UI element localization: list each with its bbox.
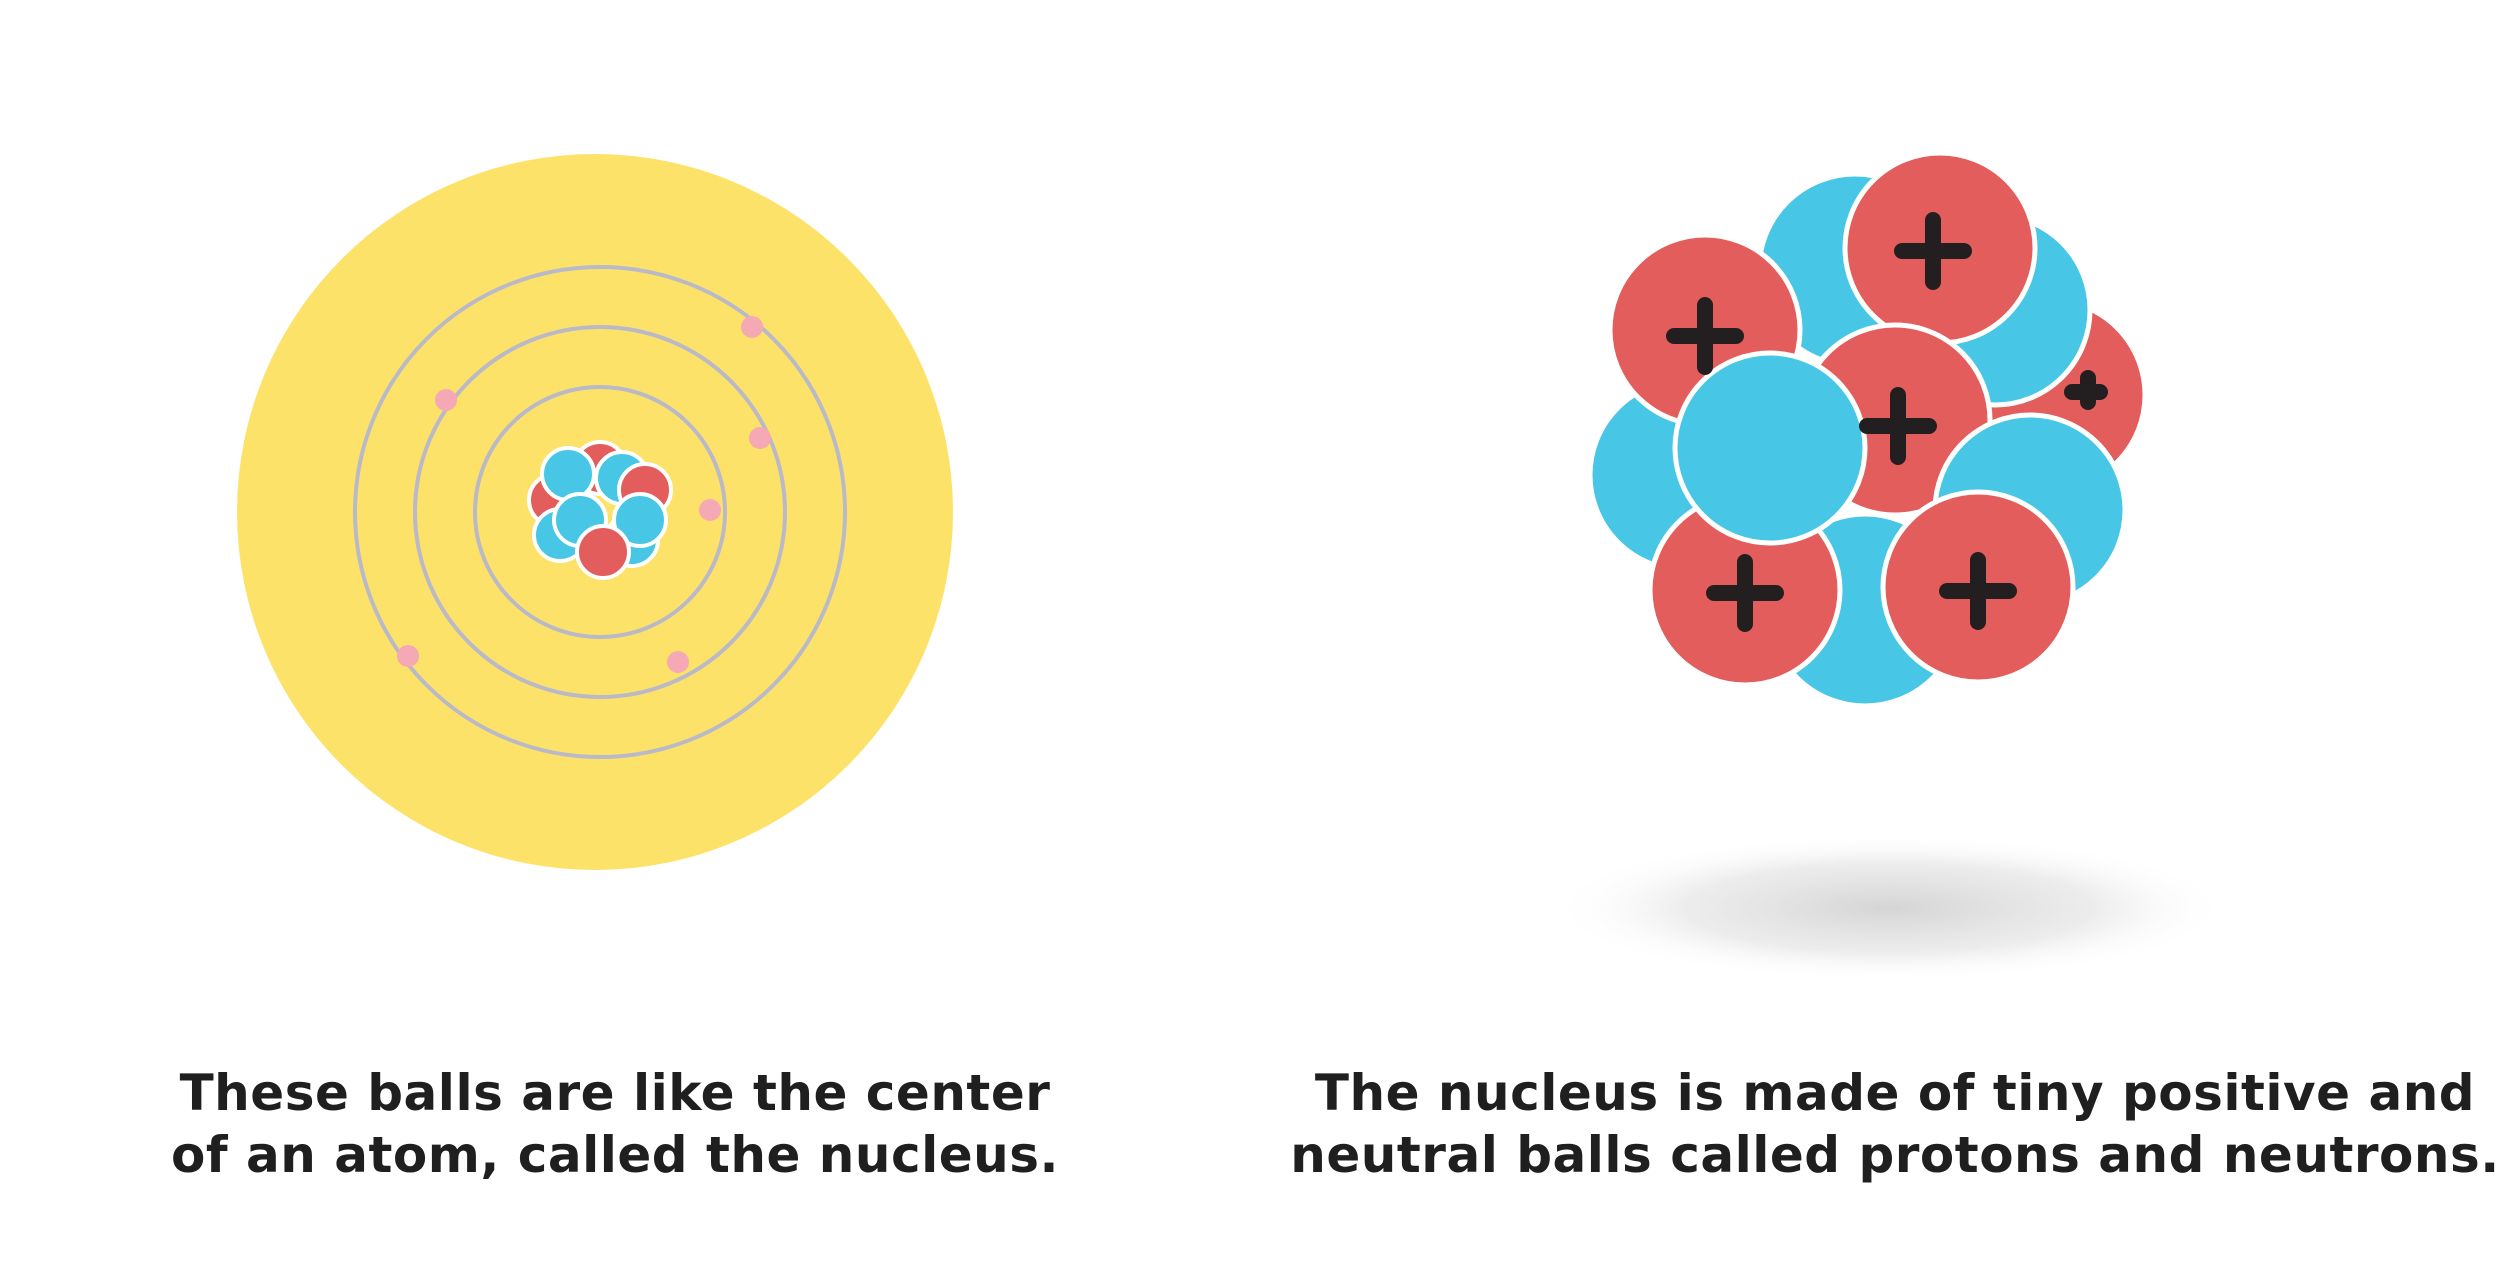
electron — [667, 651, 689, 673]
orbit-inner — [473, 385, 727, 639]
plus-icon — [2064, 370, 2108, 410]
proton — [575, 524, 631, 580]
plus-icon — [1666, 297, 1744, 375]
plus-signs — [1666, 212, 2017, 632]
caption-atom-line-1: These balls are like the center — [179, 1064, 1051, 1122]
caption-atom-line-2: of an atom, called the nucleus. — [170, 1126, 1060, 1184]
plus-icon — [1859, 387, 1937, 465]
small-nucleus — [527, 440, 673, 580]
nucleus-shadow — [1550, 834, 2230, 982]
neutron — [540, 446, 596, 502]
caption-nucleus-line-2: neutral balls called protons and neutron… — [1290, 1126, 2500, 1184]
electron — [699, 499, 721, 521]
caption-nucleus: The nucleus is made of tiny positive and… — [1280, 1062, 2510, 1186]
caption-atom: These balls are like the center of an at… — [0, 1062, 1230, 1186]
neutron — [612, 492, 668, 548]
electron — [435, 389, 457, 411]
orbit-outer — [353, 265, 847, 759]
electron — [749, 427, 771, 449]
caption-nucleus-line-1: The nucleus is made of tiny positive and — [1314, 1064, 2476, 1122]
neutron — [1672, 350, 1868, 546]
atom-diagram — [237, 154, 953, 870]
nucleus-closeup — [1550, 150, 2230, 982]
orbits — [353, 265, 847, 759]
electron — [741, 316, 763, 338]
electrons — [397, 316, 771, 673]
orbit-middle — [413, 325, 787, 699]
plus-icon — [1706, 554, 1784, 632]
electron — [397, 645, 419, 667]
plus-icon — [1894, 212, 1972, 290]
plus-icon — [1939, 552, 2017, 630]
